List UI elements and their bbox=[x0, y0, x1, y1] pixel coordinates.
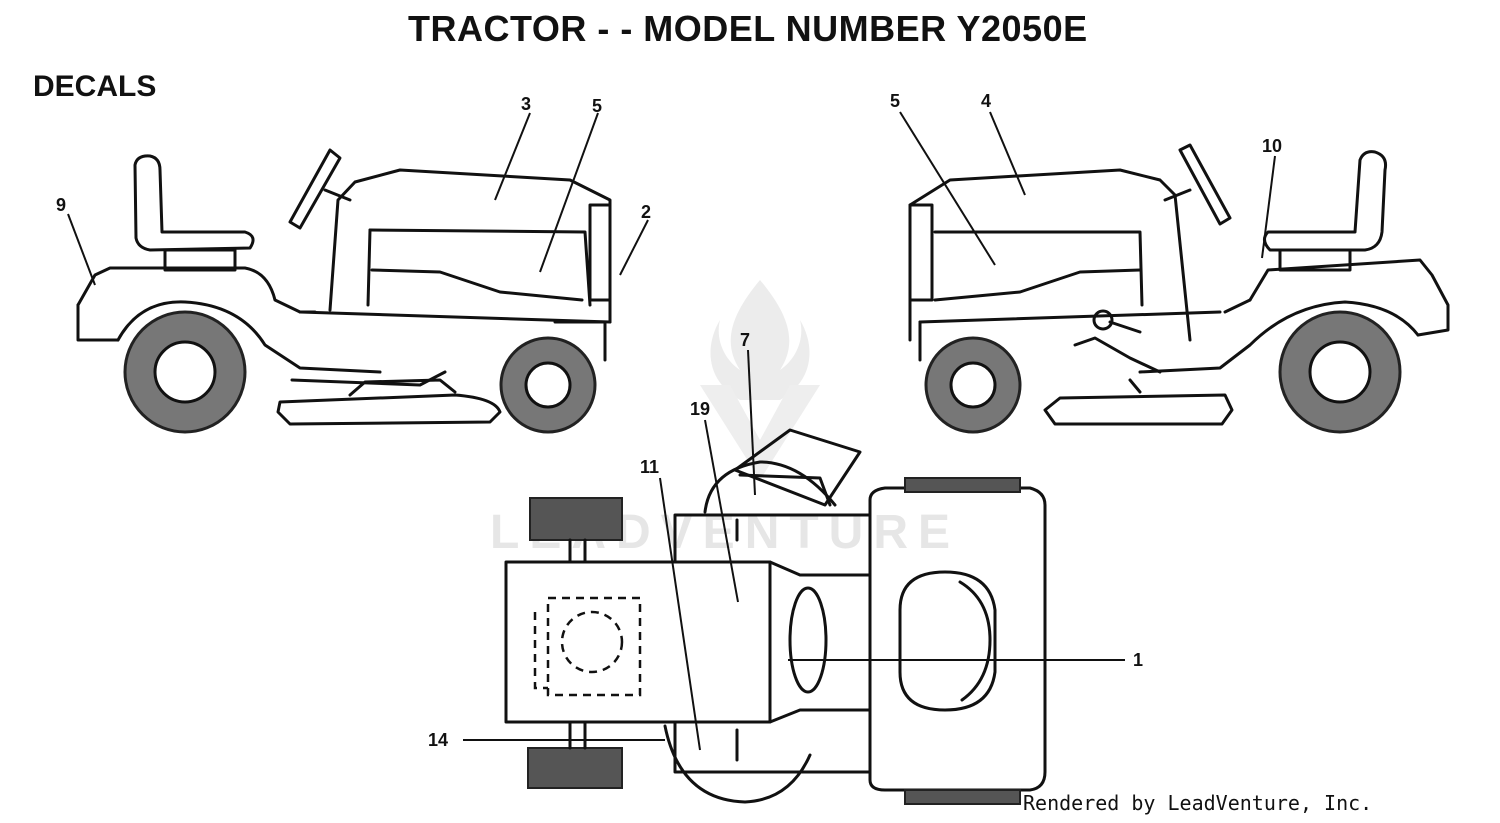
top-view-callouts: 7 19 11 14 1 bbox=[428, 330, 1143, 751]
callout-2: 2 bbox=[641, 202, 651, 222]
right-side-callouts: 5 4 10 bbox=[890, 91, 1282, 266]
left-side-callouts: 9 3 5 2 bbox=[56, 94, 651, 286]
callout-5-left: 5 bbox=[592, 96, 602, 116]
watermark-v-icon bbox=[700, 385, 820, 480]
callout-7: 7 bbox=[740, 330, 750, 350]
watermark-flame-icon bbox=[710, 280, 810, 400]
render-credit: Rendered by LeadVenture, Inc. bbox=[1023, 791, 1372, 815]
callout-1: 1 bbox=[1133, 650, 1143, 670]
callout-4: 4 bbox=[981, 91, 991, 111]
callout-9: 9 bbox=[56, 195, 66, 215]
tractor-right-side-view bbox=[908, 143, 1450, 434]
tractor-left-side-view bbox=[76, 148, 612, 434]
tractor-top-view bbox=[504, 428, 1047, 805]
callout-3: 3 bbox=[521, 94, 531, 114]
section-heading: DECALS bbox=[33, 70, 156, 103]
callout-19: 19 bbox=[690, 399, 710, 419]
callout-10: 10 bbox=[1262, 136, 1282, 156]
callout-5-right: 5 bbox=[890, 91, 900, 111]
callout-14: 14 bbox=[428, 730, 448, 750]
callout-11: 11 bbox=[640, 457, 659, 477]
page-title: TRACTOR - - MODEL NUMBER Y2050E bbox=[408, 8, 1088, 49]
